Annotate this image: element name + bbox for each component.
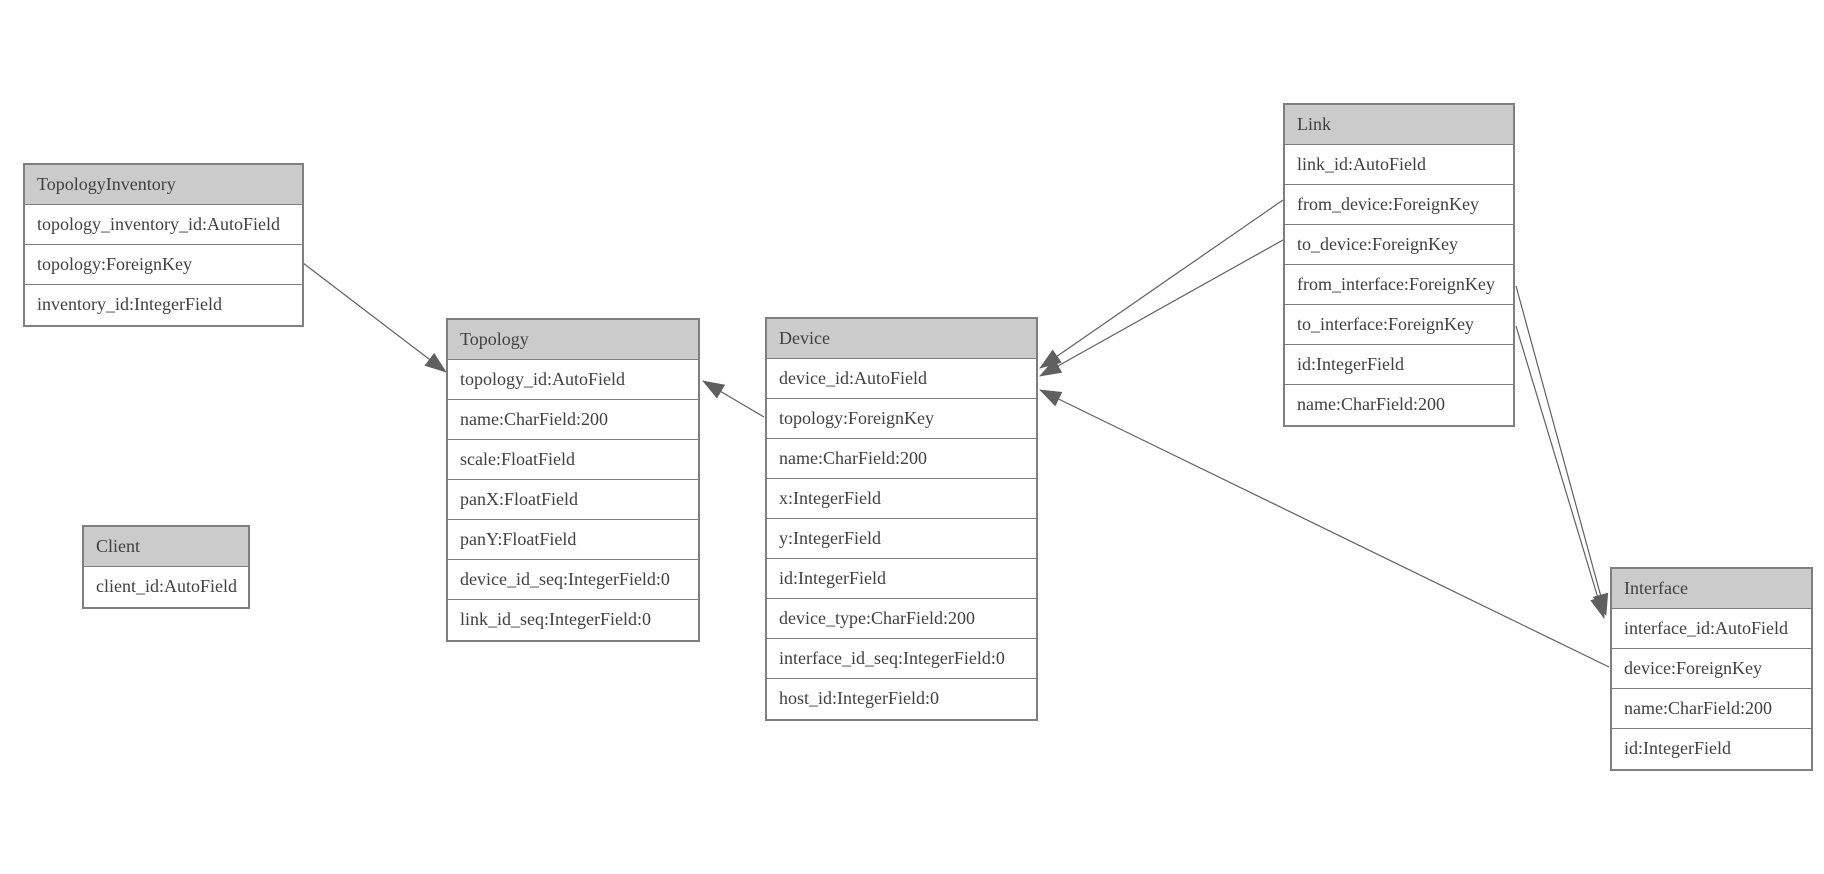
- field-row: link_id:AutoField: [1285, 145, 1513, 185]
- entity-title: TopologyInventory: [25, 165, 302, 205]
- entity-title: Topology: [448, 320, 698, 360]
- field-row: topology_inventory_id:AutoField: [25, 205, 302, 245]
- relationship-arrow-link-from-device-fk: [1039, 199, 1284, 369]
- field-row: device_type:CharField:200: [767, 599, 1036, 639]
- relationship-arrow-link-from-interface-fk: [1515, 285, 1609, 616]
- field-row: name:CharField:200: [767, 439, 1036, 479]
- field-row: to_interface:ForeignKey: [1285, 305, 1513, 345]
- field-row: x:IntegerField: [767, 479, 1036, 519]
- entity-title: Client: [84, 527, 248, 567]
- field-row: client_id:AutoField: [84, 567, 248, 607]
- field-row: panY:FloatField: [448, 520, 698, 560]
- relationship-arrow-topologyinventory-topology-fk: [302, 262, 447, 373]
- relationship-arrow-interface-device-fk: [1039, 389, 1610, 668]
- entity-title: Link: [1285, 105, 1513, 145]
- field-row: link_id_seq:IntegerField:0: [448, 600, 698, 640]
- field-row: from_device:ForeignKey: [1285, 185, 1513, 225]
- entity-title: Device: [767, 319, 1036, 359]
- field-row: y:IntegerField: [767, 519, 1036, 559]
- relationship-arrow-device-topology-fk: [702, 380, 765, 418]
- field-row: to_device:ForeignKey: [1285, 225, 1513, 265]
- field-row: device:ForeignKey: [1612, 649, 1811, 689]
- field-row: name:CharField:200: [1285, 385, 1513, 425]
- relationship-arrow-link-to-interface-fk: [1515, 325, 1606, 619]
- field-row: topology_id:AutoField: [448, 360, 698, 400]
- field-row: id:IntegerField: [1285, 345, 1513, 385]
- relationship-arrow-link-to-device-fk: [1039, 239, 1284, 377]
- field-row: device_id_seq:IntegerField:0: [448, 560, 698, 600]
- entity-title: Interface: [1612, 569, 1811, 609]
- field-row: topology:ForeignKey: [25, 245, 302, 285]
- field-row: topology:ForeignKey: [767, 399, 1036, 439]
- field-row: from_interface:ForeignKey: [1285, 265, 1513, 305]
- field-row: name:CharField:200: [1612, 689, 1811, 729]
- field-row: device_id:AutoField: [767, 359, 1036, 399]
- field-row: host_id:IntegerField:0: [767, 679, 1036, 719]
- field-row: id:IntegerField: [1612, 729, 1811, 769]
- field-row: name:CharField:200: [448, 400, 698, 440]
- field-row: panX:FloatField: [448, 480, 698, 520]
- field-row: inventory_id:IntegerField: [25, 285, 302, 325]
- field-row: id:IntegerField: [767, 559, 1036, 599]
- field-row: scale:FloatField: [448, 440, 698, 480]
- field-row: interface_id_seq:IntegerField:0: [767, 639, 1036, 679]
- field-row: interface_id:AutoField: [1612, 609, 1811, 649]
